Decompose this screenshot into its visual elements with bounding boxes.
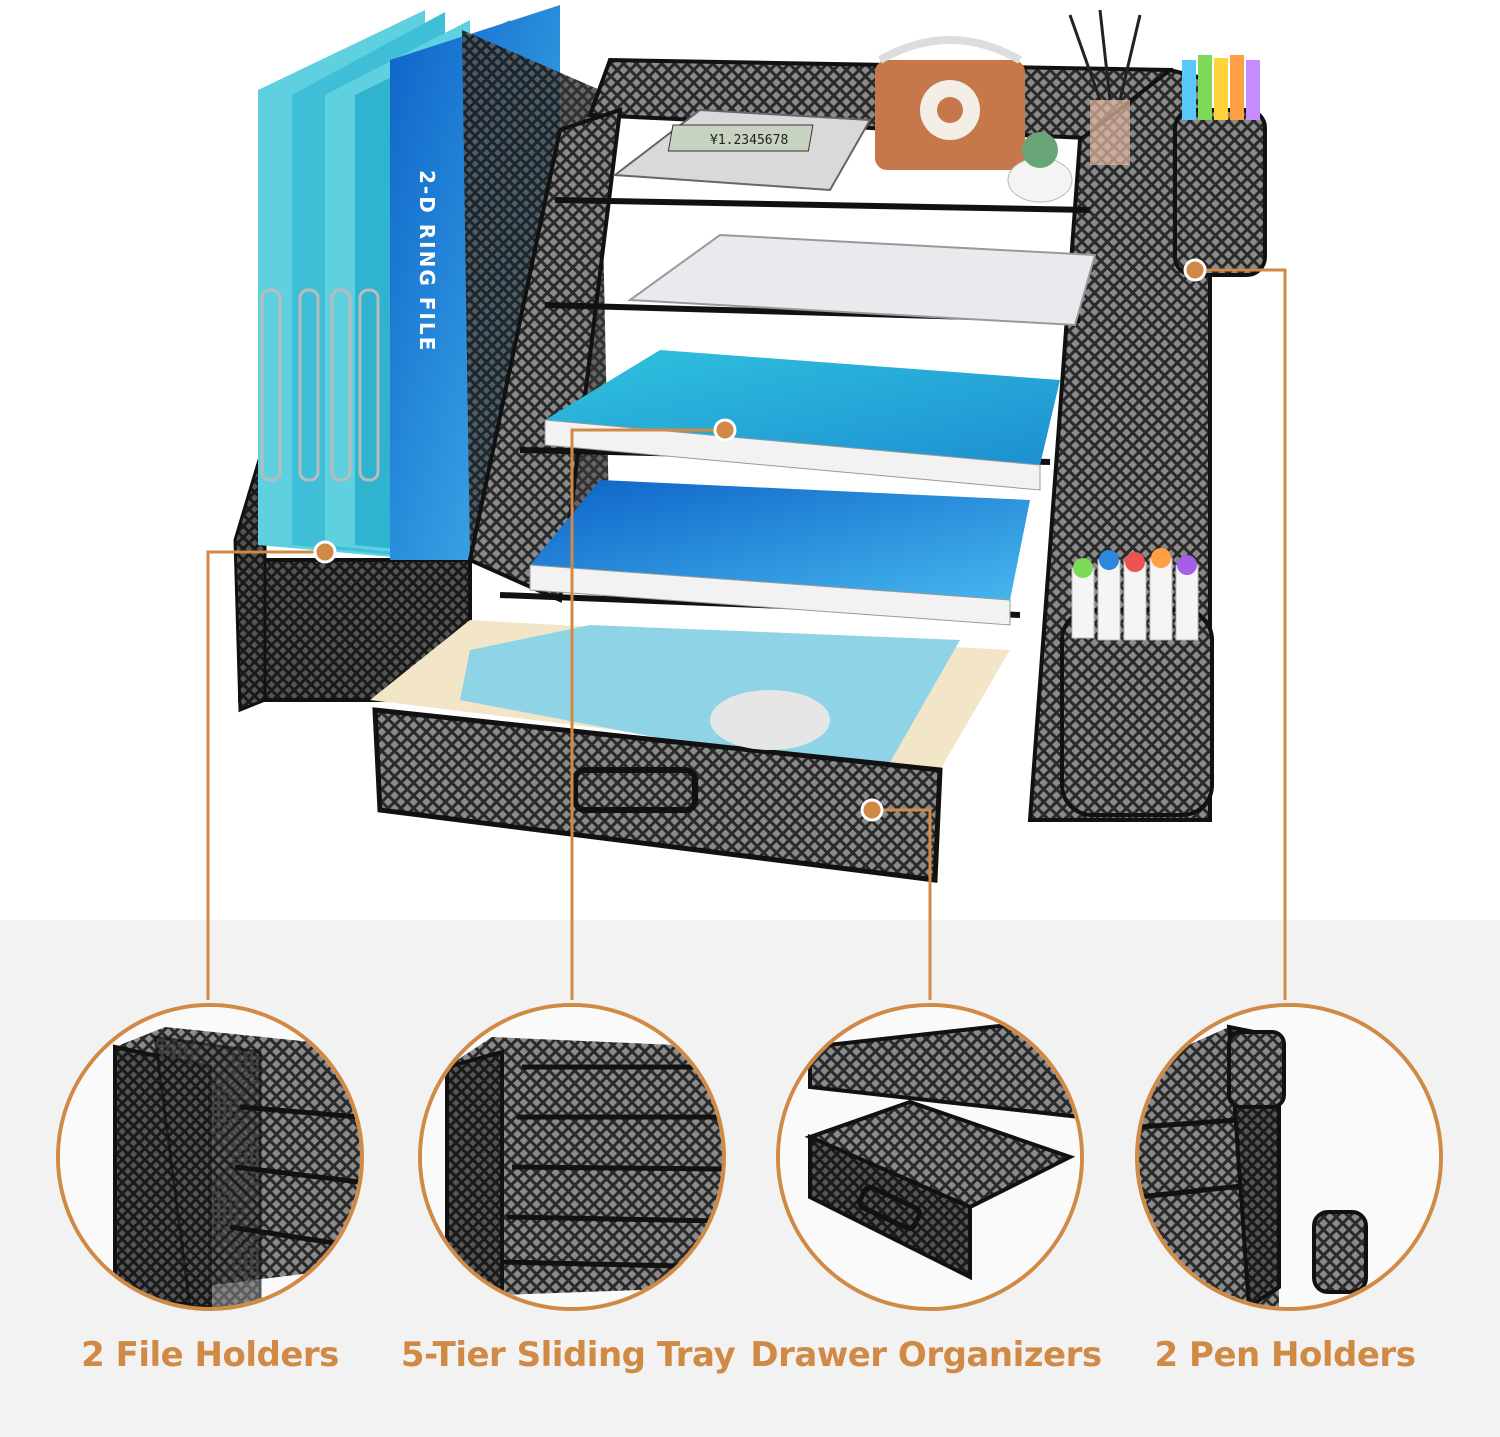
- feature-label-pen-holders: 2 Pen Holders: [1154, 1335, 1416, 1375]
- pen-holder-closeup: [1135, 1003, 1443, 1311]
- feature-label-sliding-tray: 5-Tier Sliding Tray: [400, 1335, 736, 1375]
- pen-holder-top: [1173, 55, 1267, 277]
- radio-decor: [875, 36, 1025, 170]
- tray-closeup: [418, 1003, 726, 1311]
- calculator: ¥1.2345678: [612, 108, 872, 192]
- feature-label-file-holders: 2 File Holders: [81, 1335, 339, 1375]
- feature-label-drawer-organizers: Drawer Organizers: [750, 1335, 1102, 1375]
- drawer-closeup: [776, 1003, 1084, 1311]
- calculator-display: ¥1.2345678: [710, 133, 788, 148]
- pen-holder-bottom: [1060, 548, 1214, 817]
- sliding-drawer: [370, 620, 1010, 883]
- file-holder-closeup: [56, 1003, 364, 1311]
- desk-organizer-product-image: 2-D RING FILE ¥1.2345678: [233, 5, 1267, 883]
- binder-spine-text: 2-D RING FILE: [415, 170, 439, 352]
